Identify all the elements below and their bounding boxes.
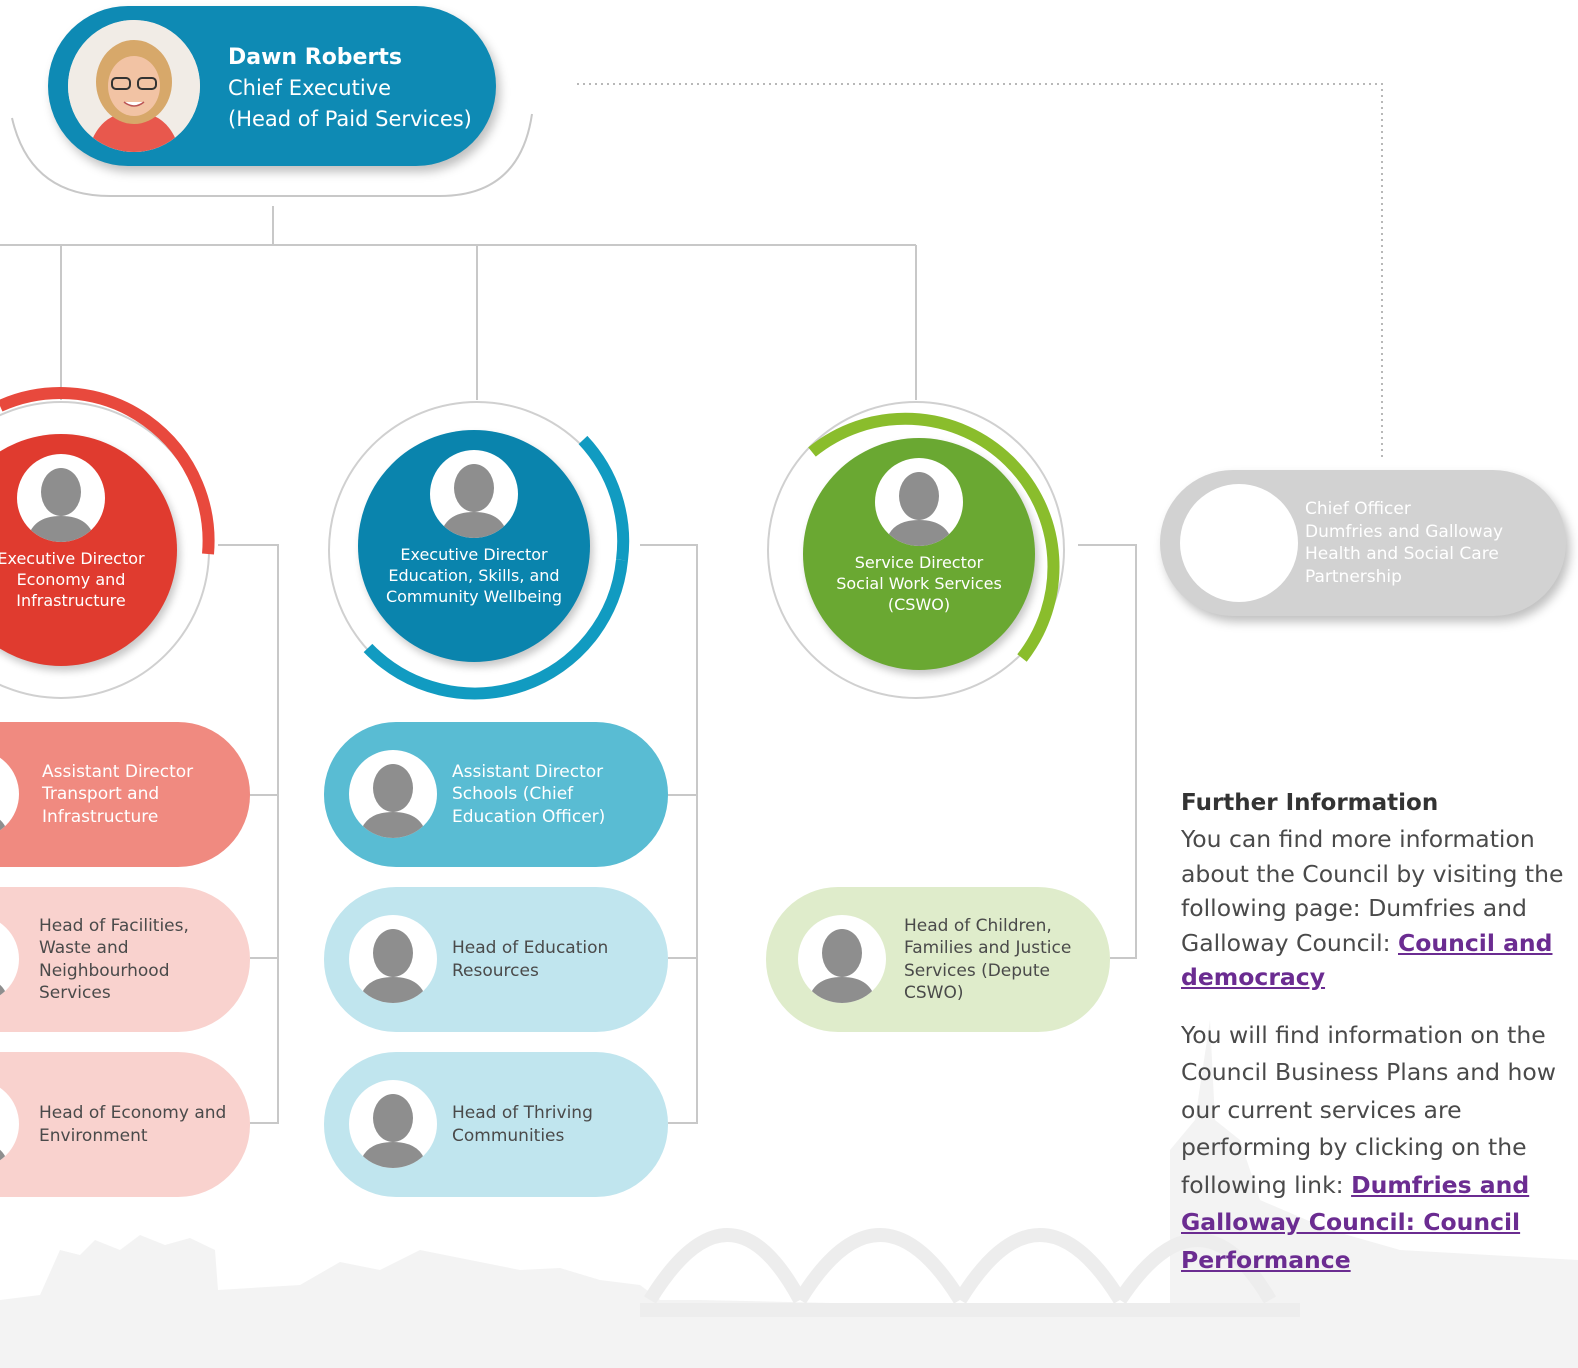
person-silhouette-icon	[349, 1080, 437, 1168]
person-silhouette-icon	[0, 1080, 19, 1168]
director-title: Executive Director Education, Skills, an…	[385, 545, 563, 606]
education-accent-arc-2	[363, 559, 628, 700]
person-placeholder-icon	[1180, 484, 1298, 602]
role-card: Head of Thriving Communities	[324, 1052, 668, 1197]
dotted-link	[577, 83, 1383, 458]
chief-officer-title: Chief Officer	[1305, 499, 1411, 519]
chief-executive-card: Dawn Roberts Chief Executive (Head of Pa…	[48, 6, 496, 166]
economy-accent-arc	[0, 387, 215, 555]
role-card: Assistant Director Schools (Chief Educat…	[324, 722, 668, 867]
chief-officer-card: Chief Officer Dumfries and Galloway Heal…	[1160, 470, 1566, 616]
role-title: Assistant Director Transport and Infrast…	[42, 761, 194, 827]
role-card: Head of Economy and Environment	[0, 1052, 250, 1197]
role-card: Assistant Director Transport and Infrast…	[0, 722, 250, 867]
ceo-name: Dawn Roberts	[228, 45, 402, 70]
education-accent-arc-1	[578, 435, 630, 561]
role-card: Head of Education Resources	[324, 887, 668, 1032]
role-title: Head of Thriving Communities	[452, 1103, 593, 1146]
paragraph-text: You can find more information about the …	[1181, 825, 1564, 957]
director-title: Executive Director Economy and Infrastru…	[0, 549, 145, 610]
role-card: Head of Facilities, Waste and Neighbourh…	[0, 887, 250, 1032]
town-skyline-watermark	[0, 1020, 1578, 1368]
further-info-paragraph: You can find more information about the …	[1181, 822, 1566, 995]
role-title: Head of Economy and Environment	[39, 1103, 227, 1146]
director-title: Service Director Social Work Services (C…	[836, 553, 1002, 614]
social-outer-ring	[767, 401, 1065, 699]
ceo-outer-arc	[11, 113, 533, 197]
ceo-role: Chief Executive	[228, 76, 392, 100]
person-silhouette-icon	[875, 458, 963, 546]
further-information: Further Information You can find more in…	[1181, 790, 1566, 1301]
further-info-paragraph: You will find information on the Council…	[1181, 1017, 1566, 1280]
person-silhouette-icon	[798, 915, 886, 1003]
person-silhouette-icon	[349, 915, 437, 1003]
role-title: Assistant Director Schools (Chief Educat…	[452, 761, 606, 827]
chief-officer-org: Dumfries and Galloway	[1305, 521, 1504, 542]
ceo-role-detail: (Head of Paid Services)	[228, 107, 472, 131]
person-silhouette-icon	[430, 450, 518, 538]
director-social-work: Service Director Social Work Services (C…	[803, 438, 1035, 670]
role-title: Head of Facilities, Waste and Neighbourh…	[39, 915, 189, 1004]
person-silhouette-icon	[17, 454, 105, 542]
director-education: Executive Director Education, Skills, an…	[358, 430, 590, 662]
chief-officer-org: Health and Social Care	[1305, 544, 1499, 564]
person-photo-icon	[68, 20, 200, 152]
council-democracy-link[interactable]: Council and democracy	[1181, 928, 1553, 992]
role-title: Head of Children, Families and Justice S…	[904, 915, 1072, 1004]
paragraph-text: You will find information on the Council…	[1181, 1020, 1557, 1199]
further-info-heading: Further Information	[1181, 790, 1439, 816]
person-silhouette-icon	[0, 750, 19, 838]
role-title: Head of Education Resources	[452, 938, 609, 981]
person-silhouette-icon	[349, 750, 437, 838]
chief-officer-org: Partnership	[1305, 566, 1402, 587]
role-card: Head of Children, Families and Justice S…	[766, 887, 1110, 1032]
person-silhouette-icon	[0, 915, 19, 1003]
council-performance-link[interactable]: Dumfries and Galloway Council: Council P…	[1181, 1170, 1530, 1274]
social-accent-arc	[808, 412, 1060, 662]
